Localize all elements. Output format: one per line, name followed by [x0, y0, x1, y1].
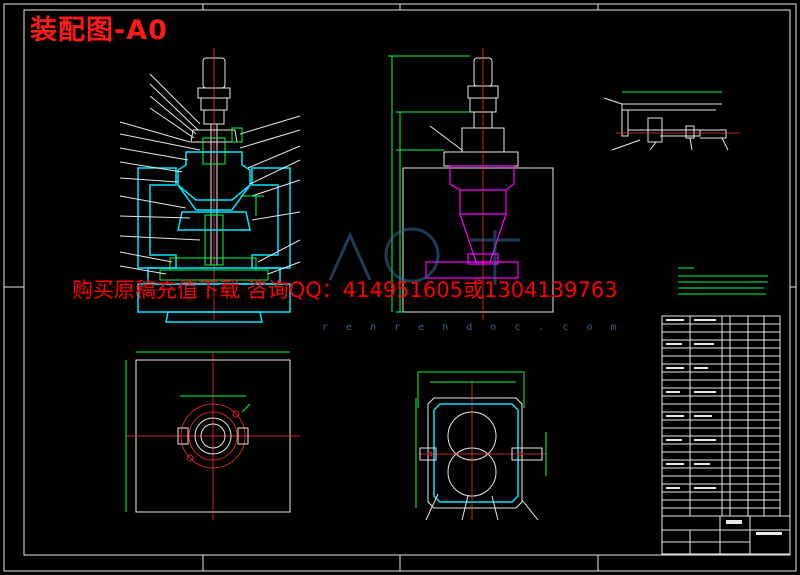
frame-ticks [4, 4, 796, 571]
parts-list-table [661, 315, 791, 555]
promo-banner-text: 购买原稿充值下载 咨询QQ：414951605或1304139763 [72, 278, 618, 302]
watermark-logo [328, 227, 520, 285]
gear-section-view [415, 371, 547, 521]
parts-table-text-marks [666, 319, 782, 535]
inner-frame [23, 9, 791, 556]
pipe-detail-view [603, 91, 740, 151]
front-section-view [119, 48, 301, 323]
top-view [125, 351, 300, 520]
drawing-title: 装配图-A0 [30, 15, 168, 46]
technical-notes [678, 267, 768, 295]
watermark-url: r e n r e n d o c . c o m [322, 322, 623, 333]
